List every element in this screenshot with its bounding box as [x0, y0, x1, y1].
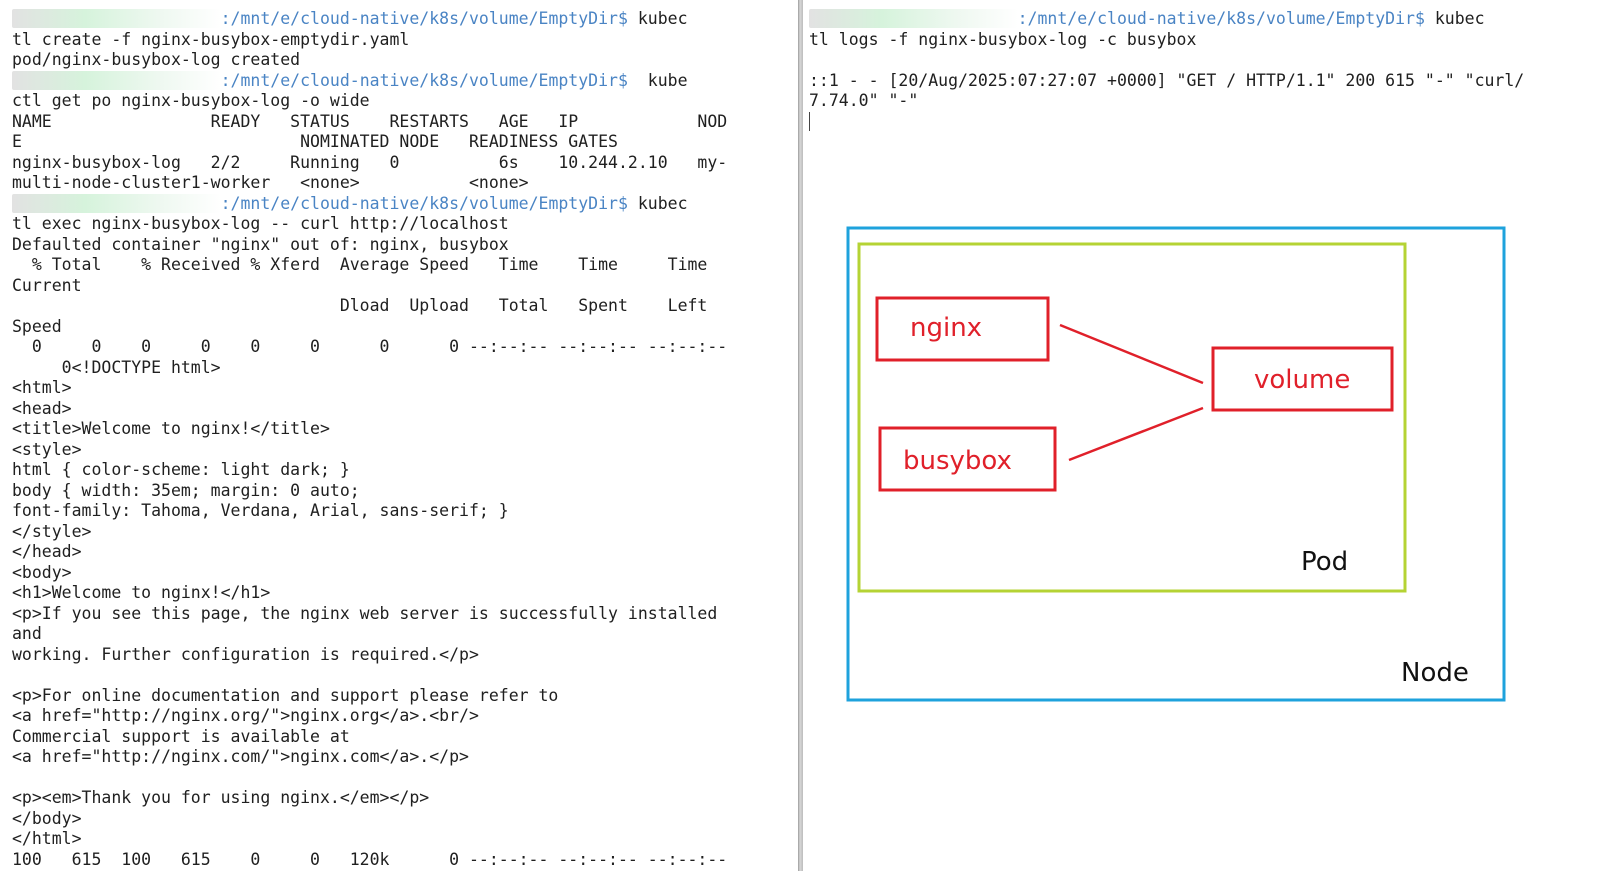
prompt-line: user@host-redacted-ab:/mnt/e/cloud-nativ…	[12, 9, 727, 30]
prompt-line: user@host-redacted-ab:/mnt/e/cloud-nativ…	[12, 193, 727, 215]
volume-label: volume	[1254, 365, 1350, 395]
left-terminal-pane[interactable]: user@host-redacted-ab:/mnt/e/cloud-nativ…	[0, 0, 798, 871]
html-output-line: <a href="http://nginx.com/">nginx.com</a…	[12, 747, 469, 766]
html-output-line: and	[12, 624, 42, 643]
prompt-path: :/mnt/e/cloud-native/k8s/volume/EmptyDir…	[220, 9, 628, 28]
curl-progress-header: Current	[12, 275, 82, 295]
busybox-container-box	[878, 426, 1057, 492]
html-output-line: </style>	[12, 521, 92, 541]
html-output-line: body { width: 35em; margin: 0 auto;	[12, 480, 360, 500]
curl-progress-header: Dload Upload Total Spent Left	[12, 296, 708, 315]
command-text: kubec	[1424, 9, 1485, 28]
nginx-container-box	[875, 296, 1050, 362]
curl-progress-line: 0 0 0 0 0 0 0 0 --:--:-- --:--:-- --:--:…	[12, 337, 728, 356]
html-output-line: <html>	[12, 378, 72, 397]
pane-divider[interactable]	[798, 0, 803, 871]
html-output-line: <p><em>Thank you for using nginx.</em></…	[12, 788, 430, 807]
command-text: tl logs -f nginx-busybox-log -c busybox	[809, 29, 1197, 49]
volume-box	[1211, 346, 1394, 412]
html-output-line	[12, 665, 727, 686]
prompt-line: user@host-redacted-ab:/mnt/e/cloud-nativ…	[809, 9, 1524, 30]
table-row: multi-node-cluster1-worker <none> <none>	[12, 173, 529, 192]
right-terminal-output: user@host-redacted-ab:/mnt/e/cloud-nativ…	[809, 9, 1524, 132]
command-text: tl exec nginx-busybox-log -- curl http:/…	[12, 214, 509, 233]
output-line: Defaulted container "nginx" out of: ngin…	[12, 234, 509, 254]
node-box	[846, 226, 1506, 702]
html-output-line: html { color-scheme: light dark; }	[12, 460, 350, 479]
redacted-hostname: user@host-redacted-ab	[12, 9, 221, 28]
html-output-line: <head>	[12, 398, 72, 418]
curl-progress-header: % Total % Received % Xferd Average Speed…	[12, 255, 708, 274]
html-output-line: <p>For online documentation and support …	[12, 685, 559, 705]
html-output-line: <style>	[12, 439, 82, 459]
html-output-line: font-family: Tahoma, Verdana, Arial, san…	[12, 501, 509, 520]
busybox-label: busybox	[903, 446, 1012, 476]
html-output-line: </body>	[12, 808, 82, 828]
output-line: pod/nginx-busybox-log created	[12, 50, 301, 69]
right-terminal-pane[interactable]: user@host-redacted-ab:/mnt/e/cloud-nativ…	[803, 0, 1600, 871]
command-text: kubec	[627, 193, 688, 213]
nginx-label: nginx	[910, 313, 982, 343]
cursor-line	[809, 111, 1524, 133]
table-row: nginx-busybox-log 2/2 Running 0 6s 10.24…	[12, 152, 728, 172]
html-output-line: <body>	[12, 562, 72, 582]
html-output-line: </head>	[12, 542, 82, 561]
curl-progress-line: 100 615 100 615 0 0 120k 0 --:--:-- --:-…	[12, 849, 728, 869]
command-text: kube	[627, 70, 688, 90]
text-cursor	[809, 111, 810, 131]
table-header: E NOMINATED NODE READINESS GATES	[12, 132, 618, 151]
table-header: NAME READY STATUS RESTARTS AGE IP NOD	[12, 111, 728, 131]
html-output-line: <a href="http://nginx.org/">nginx.org</a…	[12, 706, 479, 725]
pod-label: Pod	[1301, 547, 1348, 577]
command-text: kubec	[627, 9, 688, 28]
html-output-line	[12, 768, 727, 789]
prompt-line: user@host-redacted-ab:/mnt/e/cloud-nativ…	[12, 70, 727, 92]
redacted-hostname: user@host-redacted-ab	[12, 193, 221, 213]
node-label: Node	[1401, 658, 1469, 688]
curl-progress-line: 0<!DOCTYPE html>	[12, 357, 221, 377]
command-text: tl create -f nginx-busybox-emptydir.yaml	[12, 29, 410, 49]
prompt-path: :/mnt/e/cloud-native/k8s/volume/EmptyDir…	[1017, 9, 1425, 28]
pod-volume-diagram: nginx busybox volume Pod Node	[846, 226, 1506, 702]
html-output-line: <p>If you see this page, the nginx web s…	[12, 603, 718, 623]
curl-progress-header: Speed	[12, 316, 62, 336]
prompt-path: :/mnt/e/cloud-native/k8s/volume/EmptyDir…	[220, 70, 628, 90]
html-output-line: </html>	[12, 829, 82, 848]
redacted-hostname: user@host-redacted-ab	[809, 9, 1018, 28]
html-output-line: <title>Welcome to nginx!</title>	[12, 419, 330, 438]
busybox-volume-link	[1068, 406, 1204, 462]
log-line: ::1 - - [20/Aug/2025:07:27:07 +0000] "GE…	[809, 70, 1525, 90]
nginx-volume-link	[1059, 323, 1204, 385]
html-output-line: <h1>Welcome to nginx!</h1>	[12, 583, 271, 602]
pod-box	[857, 242, 1407, 593]
left-terminal-output: user@host-redacted-ab:/mnt/e/cloud-nativ…	[12, 9, 727, 870]
command-text: ctl get po nginx-busybox-log -o wide	[12, 91, 370, 110]
prompt-path: :/mnt/e/cloud-native/k8s/volume/EmptyDir…	[220, 193, 628, 213]
log-line: 7.74.0" "-"	[809, 91, 919, 110]
html-output-line: Commercial support is available at	[12, 726, 350, 746]
html-output-line: working. Further configuration is requir…	[12, 644, 479, 664]
redacted-hostname: user@host-redacted-ab	[12, 70, 221, 90]
